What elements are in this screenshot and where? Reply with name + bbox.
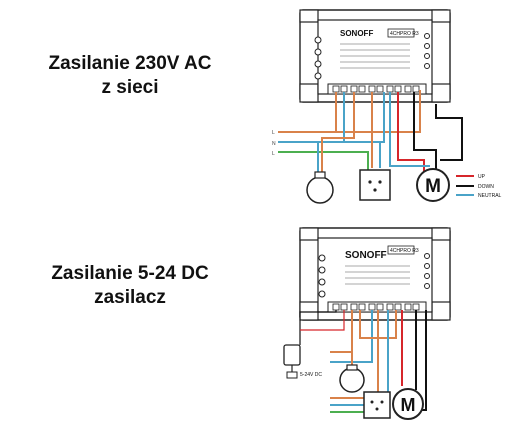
top-supply-lines xyxy=(278,90,463,172)
top-legend: UP DOWN NEUTRAL xyxy=(456,174,502,199)
top-device-logo: SONOFF xyxy=(340,29,373,38)
bottom-device-logo: SONOFF xyxy=(345,250,387,261)
bottom-motor-icon: M xyxy=(392,388,424,420)
top-input-l2: L xyxy=(272,151,275,157)
top-input-l: L xyxy=(272,130,275,136)
bottom-wiring-diagram: SONOFF 4CHPRO R3 xyxy=(283,227,451,420)
caption-dc-line1: Zasilanie 5-24 DC xyxy=(51,263,209,284)
caption-230v: Zasilanie 230V AC z sieci xyxy=(10,52,250,100)
top-lamp-icon xyxy=(306,171,334,204)
caption-dc-line2: zasilacz xyxy=(94,286,166,308)
bottom-supply-lines xyxy=(299,310,427,413)
top-motor-symbol: M xyxy=(425,176,441,197)
top-socket-icon xyxy=(359,169,391,201)
top-input-n: N xyxy=(272,141,276,147)
adapter-label: 5-24V DC xyxy=(300,372,322,378)
bottom-model-text: 4CHPRO R3 xyxy=(390,248,419,254)
top-model-text: 4CHPRO R3 xyxy=(390,31,419,37)
top-motor-icon: M xyxy=(416,168,450,202)
legend-down: DOWN xyxy=(478,184,494,190)
caption-230v-line1: Zasilanie 230V AC xyxy=(48,53,212,74)
bottom-socket-icon xyxy=(363,391,391,419)
legend-neutral: NEUTRAL xyxy=(478,193,502,199)
bottom-brand-text: SONOFF xyxy=(345,250,387,261)
top-brand-text: SONOFF xyxy=(340,29,373,38)
caption-230v-line2: z sieci xyxy=(101,76,159,98)
bottom-motor-symbol: M xyxy=(401,395,416,415)
bottom-device-housing: SONOFF 4CHPRO R3 xyxy=(299,227,451,321)
legend-up: UP xyxy=(478,174,486,180)
dc-adapter-icon: 5-24V DC xyxy=(283,344,322,379)
bottom-lamp-icon xyxy=(339,364,365,393)
top-wiring-diagram: SONOFF 4CHPRO R3 L N L xyxy=(272,9,502,204)
top-device-housing: SONOFF 4CHPRO R3 xyxy=(299,9,451,103)
caption-dc: Zasilanie 5-24 DC zasilacz xyxy=(10,262,250,310)
